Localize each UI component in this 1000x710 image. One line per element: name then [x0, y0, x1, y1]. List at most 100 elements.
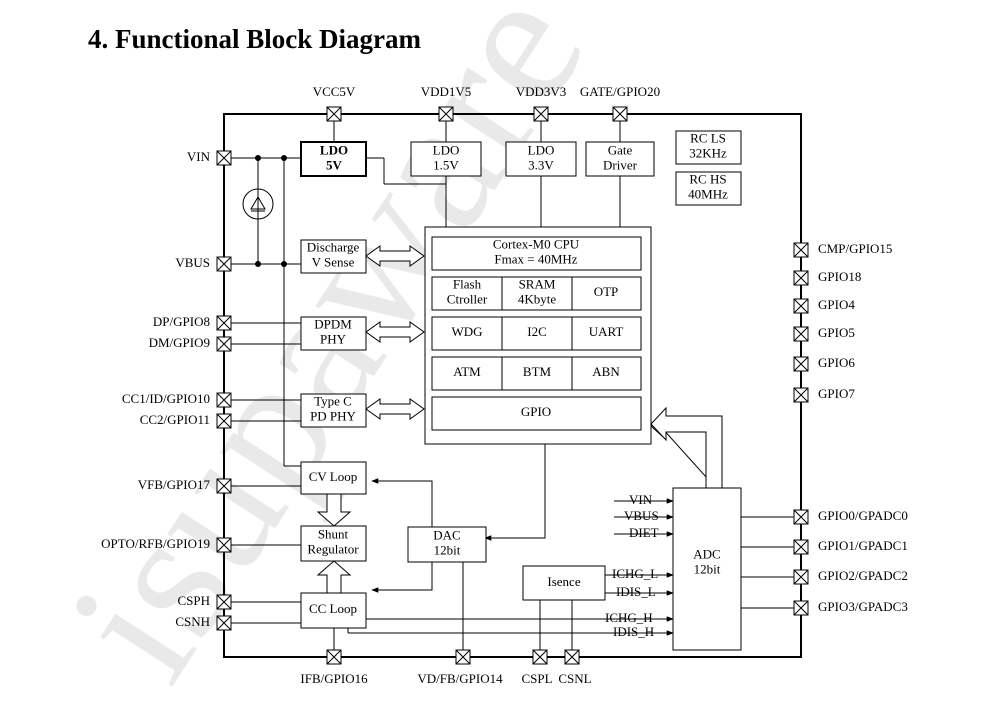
pin-box-icon: [793, 509, 809, 525]
pin-label-csnh: CSNH: [175, 614, 210, 629]
ldo-5v-label-line-1: LDO: [320, 142, 348, 157]
otp-label: OTP: [594, 284, 619, 299]
abn-cell: [571, 356, 642, 391]
i2c-cell: [501, 316, 573, 351]
typec-label-line-1: Type C: [314, 393, 352, 408]
pin-label-vdd3v3: VDD3V3: [516, 84, 567, 99]
wdg-label: WDG: [451, 324, 482, 339]
pin-box-icon: [216, 256, 232, 272]
gate-driver-label-line-2: Driver: [603, 157, 638, 172]
btm-cell: [501, 356, 573, 391]
pin-box-icon: [532, 649, 548, 665]
gate-driver-label-line-1: Gate: [608, 142, 633, 157]
signal-idis-l: IDIS_L: [616, 584, 656, 599]
pin-box-icon: [216, 478, 232, 494]
pin-label-dp_gpio8: DP/GPIO8: [153, 314, 210, 329]
isence-block: [522, 565, 606, 601]
gate-driver-block: [585, 141, 655, 177]
wdg-cell: [431, 316, 503, 351]
discharge-label-line-1: Discharge: [307, 239, 360, 254]
cv-loop-label-line-1: CV Loop: [309, 469, 358, 484]
pin-box-icon: [793, 569, 809, 585]
pin-box-icon: [793, 600, 809, 616]
pin-box-icon: [216, 537, 232, 553]
shunt-label-line-1: Shunt: [318, 526, 349, 541]
ldo-3v3-label-line-2: 3.3V: [528, 157, 554, 172]
pin-label-gpio5: GPIO5: [818, 325, 855, 340]
pin-label-gpadc2: GPIO2/GPADC2: [818, 568, 908, 583]
wiring: [231, 118, 796, 652]
pin-label-vdd1v5: VDD1V5: [421, 84, 472, 99]
pin-label-vfb: VFB/GPIO17: [138, 477, 211, 492]
pin-label-csnl: CSNL: [558, 671, 591, 686]
sram-label-line-1: SRAM: [519, 276, 556, 291]
pin-box-icon: [793, 270, 809, 286]
shunt-regulator-block: [300, 525, 367, 562]
pin-box-icon: [793, 387, 809, 403]
abn-label: ABN: [592, 364, 620, 379]
pin-box-icon: [216, 615, 232, 631]
ldo-5v-label-line-2: 5V: [326, 157, 343, 172]
pin-box-icon: [793, 326, 809, 342]
isence-label-line-1: Isence: [547, 574, 580, 589]
flash-cell: [431, 276, 503, 311]
pin-label-gpio6: GPIO6: [818, 355, 855, 370]
otp-cell: [571, 276, 642, 311]
chip-outline: [223, 113, 802, 658]
pin-label-opto: OPTO/RFB/GPIO19: [101, 536, 210, 551]
pin-label-vdfb: VD/FB/GPIO14: [417, 671, 503, 686]
cpu-label-line-2: Fmax = 40MHz: [494, 251, 577, 266]
uart-cell: [571, 316, 642, 351]
pin-box-icon: [533, 106, 549, 122]
pin-box-icon: [438, 106, 454, 122]
signal-ichg-h: ICHG_H: [605, 610, 653, 625]
adc-label-line-2: 12bit: [694, 561, 721, 576]
cpu-label-line-1: Cortex-M0 CPU: [493, 236, 580, 251]
discharge-block: [300, 239, 367, 274]
ldo-5v-block: [300, 141, 367, 177]
flash-label-line-2: Ctroller: [447, 291, 488, 306]
cc-loop-block: [300, 592, 367, 629]
rc-ls-label-line-1: RC LS: [690, 130, 726, 145]
sram-label-line-2: 4Kbyte: [518, 291, 557, 306]
signal-vbus: VBUS: [624, 508, 659, 523]
bus-arrows: [316, 245, 723, 594]
pin-box-icon: [564, 649, 580, 665]
pin-box-icon: [326, 649, 342, 665]
pin-label-cspl: CSPL: [521, 671, 552, 686]
pin-box-icon: [216, 315, 232, 331]
rc-ls-block: [675, 130, 742, 165]
pin-label-gpio4: GPIO4: [818, 297, 855, 312]
ldo-3v3-block: [505, 141, 577, 177]
rc-hs-label-line-1: RC HS: [689, 171, 726, 186]
ldo-3v3-label-line-1: LDO: [528, 142, 555, 157]
gpio-cell: [431, 396, 642, 431]
rc-hs-label-line-2: 40MHz: [688, 186, 728, 201]
sram-cell: [501, 276, 573, 311]
signal-idis-h: IDIS_H: [613, 624, 654, 639]
pin-label-cc1: CC1/ID/GPIO10: [122, 391, 210, 406]
typec-label-line-2: PD PHY: [310, 408, 356, 423]
pin-label-gpio18: GPIO18: [818, 269, 861, 284]
dac-block: [407, 526, 487, 563]
pin-box-icon: [216, 594, 232, 610]
pin-label-vcc5v: VCC5V: [313, 84, 356, 99]
ldo-1v5-label-line-1: LDO: [433, 142, 460, 157]
signal-vin: VIN: [629, 492, 653, 507]
adc-label-line-1: ADC: [693, 546, 720, 561]
pin-box-icon: [216, 413, 232, 429]
pin-label-gpadc1: GPIO1/GPADC1: [818, 538, 908, 553]
dpdm-phy-block: [300, 316, 367, 351]
pin-label-gate-gpio20: GATE/GPIO20: [580, 84, 660, 99]
pin-box-icon: [216, 150, 232, 166]
pin-label-vbus: VBUS: [175, 255, 210, 270]
rc-hs-block: [675, 171, 742, 206]
uart-label: UART: [589, 324, 624, 339]
discharge-label-line-2: V Sense: [312, 254, 355, 269]
pin-box-icon: [793, 242, 809, 258]
cpu-cell: [431, 236, 642, 271]
cv-loop-block: [300, 461, 367, 495]
pin-label-gpadc3: GPIO3/GPADC3: [818, 599, 908, 614]
pin-label-ifb: IFB/GPIO16: [300, 671, 368, 686]
pin-label-dm_gpio9: DM/GPIO9: [149, 335, 210, 350]
